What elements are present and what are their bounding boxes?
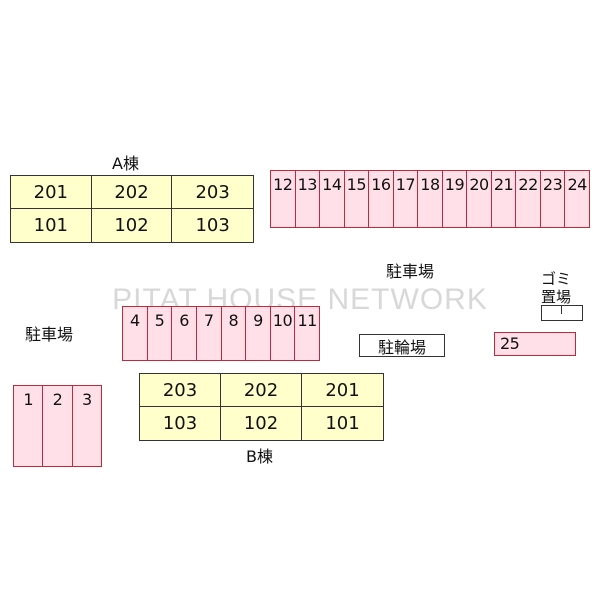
building-b-label: B棟 [246, 447, 273, 466]
unit-a-203: 203 [172, 176, 253, 209]
unit-b-102: 102 [221, 407, 302, 440]
parking-space-20: 20 [467, 171, 492, 227]
parking-space-6: 6 [172, 307, 197, 360]
parking-row-left: 1 2 3 [13, 385, 102, 467]
parking-space-8: 8 [222, 307, 247, 360]
parking-space-23: 23 [541, 171, 566, 227]
unit-b-203: 203 [140, 374, 221, 407]
garbage-label-line2: 置場 [541, 288, 572, 306]
garbage-area-box [541, 305, 583, 321]
parking-space-3: 3 [81, 390, 92, 409]
parking-space-15: 15 [345, 171, 370, 227]
parking-space-1: 1 [14, 386, 44, 466]
parking-space-5: 5 [148, 307, 173, 360]
unit-b-103: 103 [140, 407, 221, 440]
building-a-label: A棟 [112, 154, 139, 173]
parking-row-single: 25 [494, 332, 576, 356]
parking-space-17: 17 [394, 171, 419, 227]
parking-space-25: 25 [500, 334, 520, 353]
parking-space-7: 7 [197, 307, 222, 360]
parking-space-19: 19 [443, 171, 468, 227]
parking-space-18: 18 [418, 171, 443, 227]
parking-space-24: 24 [567, 175, 587, 194]
building-b: 203 202 201 103 102 101 [139, 373, 384, 441]
garbage-label-line1: ゴミ [541, 270, 572, 288]
bicycle-parking: 駐輪場 [359, 334, 445, 357]
parking-row-top: 12 13 14 15 16 17 18 19 20 21 22 23 24 [270, 170, 590, 228]
parking-space-9: 9 [246, 307, 271, 360]
parking-space-21: 21 [492, 171, 517, 227]
unit-b-101: 101 [325, 413, 360, 434]
unit-a-103: 103 [195, 215, 230, 236]
unit-b-202: 202 [221, 374, 302, 407]
parking-space-4: 4 [123, 307, 148, 360]
parking-label-left: 駐車場 [25, 325, 74, 344]
parking-space-13: 13 [296, 171, 321, 227]
parking-row-middle: 4 5 6 7 8 9 10 11 [122, 306, 320, 361]
building-a: 201 202 203 101 102 103 [10, 175, 254, 243]
parking-space-22: 22 [516, 171, 541, 227]
parking-space-16: 16 [369, 171, 394, 227]
unit-a-202: 202 [91, 176, 173, 209]
unit-a-101: 101 [11, 209, 92, 242]
parking-space-10: 10 [271, 307, 296, 360]
unit-a-201: 201 [11, 176, 92, 209]
parking-space-11: 11 [297, 311, 318, 330]
unit-b-201: 201 [302, 374, 383, 407]
parking-label-top: 駐車場 [386, 262, 435, 281]
parking-space-14: 14 [320, 171, 345, 227]
parking-space-12: 12 [271, 171, 296, 227]
unit-a-102: 102 [92, 209, 173, 242]
parking-space-2: 2 [43, 386, 73, 466]
